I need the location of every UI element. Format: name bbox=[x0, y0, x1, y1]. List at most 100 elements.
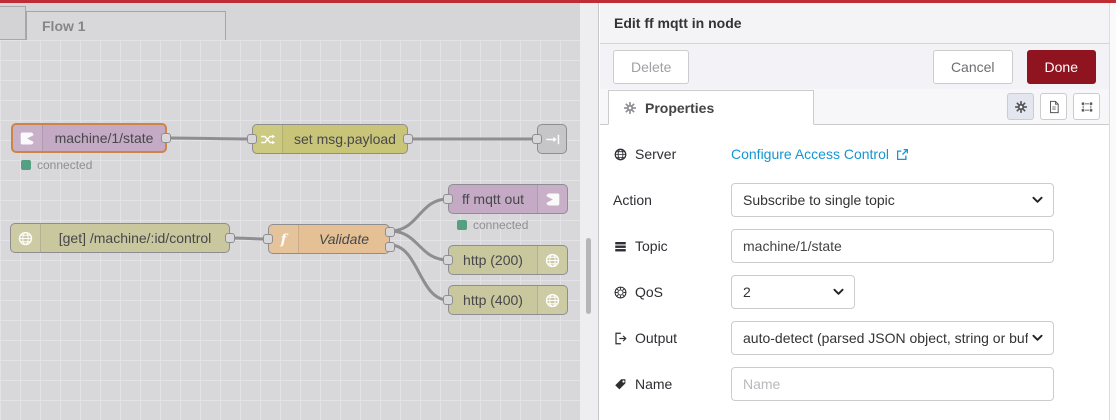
wire[interactable] bbox=[166, 136, 253, 141]
node-icon-region bbox=[537, 185, 567, 213]
workspace-tabbar: Flow 1 bbox=[0, 3, 580, 41]
tray-form: Server Configure Access Control Action S… bbox=[600, 125, 1116, 401]
chevron-down-icon bbox=[833, 288, 844, 296]
tasks-icon bbox=[613, 239, 628, 254]
input-port[interactable] bbox=[532, 134, 542, 144]
canvas-scrollbar-thumb[interactable] bbox=[586, 238, 591, 314]
node-icon-region bbox=[537, 286, 567, 314]
node-function[interactable]: Validate bbox=[263, 224, 395, 254]
action-label: Action bbox=[613, 192, 731, 208]
name-label-text: Name bbox=[635, 376, 673, 392]
globe-icon bbox=[544, 252, 561, 269]
globe-icon bbox=[613, 147, 628, 162]
wire[interactable] bbox=[389, 243, 449, 302]
output-select-value: auto-detect (parsed JSON object, string … bbox=[743, 330, 1028, 346]
input-port[interactable] bbox=[443, 255, 453, 265]
status-dot-icon bbox=[21, 160, 31, 170]
input-port[interactable] bbox=[247, 134, 257, 144]
output-label: Output bbox=[613, 330, 731, 346]
output-port-2[interactable] bbox=[385, 242, 395, 252]
node-icon-region bbox=[269, 225, 299, 253]
status-text: connected bbox=[473, 218, 529, 232]
tag-icon bbox=[613, 377, 628, 392]
flow-canvas[interactable]: Flow 1 machine/1/state bbox=[0, 3, 580, 420]
qos-select[interactable]: 2 bbox=[731, 275, 855, 309]
workspace-tab-label: Flow 1 bbox=[42, 18, 86, 34]
edit-tray: Edit ff mqtt in node Delete Cancel Done … bbox=[600, 3, 1116, 420]
name-label: Name bbox=[613, 376, 731, 392]
topic-label-text: Topic bbox=[635, 238, 668, 254]
description-icon-button[interactable] bbox=[1040, 93, 1067, 120]
tray-right-rail bbox=[1109, 3, 1116, 420]
node-mqtt-out[interactable]: ff mqtt out connected bbox=[443, 184, 568, 232]
output-port-1[interactable] bbox=[385, 227, 395, 237]
workspace-tab-partial[interactable] bbox=[0, 6, 26, 40]
output-port[interactable] bbox=[161, 133, 171, 143]
node-http-response-400[interactable]: http (400) bbox=[443, 285, 568, 315]
node-icon-region bbox=[253, 125, 283, 153]
external-link-icon bbox=[895, 147, 910, 162]
node-icon-region bbox=[538, 125, 566, 153]
server-label-text: Server bbox=[635, 146, 677, 162]
node-icon-region bbox=[11, 224, 41, 252]
sign-out-icon bbox=[613, 331, 628, 346]
status-text: connected bbox=[37, 158, 93, 172]
canvas-scroll-strip bbox=[580, 3, 599, 420]
tray-tabbar: Properties bbox=[600, 89, 1116, 125]
output-port[interactable] bbox=[225, 233, 235, 243]
chevron-down-icon bbox=[1032, 334, 1043, 342]
chevron-down-icon bbox=[1032, 196, 1043, 204]
appearance-icon-button[interactable] bbox=[1073, 93, 1100, 120]
status-dot-icon bbox=[457, 220, 467, 230]
output-select[interactable]: auto-detect (parsed JSON object, string … bbox=[731, 321, 1054, 355]
output-port[interactable] bbox=[403, 134, 413, 144]
empire-icon bbox=[613, 285, 628, 300]
node-label: [get] /machine/:id/control bbox=[58, 230, 212, 246]
node-http-in[interactable]: [get] /machine/:id/control bbox=[10, 223, 235, 253]
globe-icon bbox=[544, 292, 561, 309]
action-select-value: Subscribe to single topic bbox=[743, 192, 895, 208]
globe-icon bbox=[17, 230, 34, 247]
input-port[interactable] bbox=[263, 234, 273, 244]
tray-toolbar: Delete Cancel Done bbox=[600, 44, 1116, 89]
node-change[interactable]: set msg.payload bbox=[247, 124, 413, 154]
name-input[interactable] bbox=[731, 367, 1054, 401]
gear-icon bbox=[623, 101, 637, 115]
wire[interactable] bbox=[389, 229, 449, 262]
node-label: http (200) bbox=[463, 252, 523, 268]
tray-tab-buttons bbox=[1007, 93, 1100, 120]
action-row: Action Subscribe to single topic bbox=[613, 183, 1100, 217]
node-label: machine/1/state bbox=[54, 130, 154, 146]
properties-icon-button[interactable] bbox=[1007, 93, 1034, 120]
link-text: Configure Access Control bbox=[731, 146, 889, 162]
workspace-tab-flow1[interactable]: Flow 1 bbox=[26, 11, 226, 41]
action-label-text: Action bbox=[613, 192, 652, 208]
node-http-response-200[interactable]: http (200) bbox=[443, 245, 568, 275]
wire[interactable] bbox=[389, 197, 449, 233]
done-button[interactable]: Done bbox=[1026, 49, 1096, 84]
qos-label: QoS bbox=[613, 284, 731, 300]
action-select[interactable]: Subscribe to single topic bbox=[731, 183, 1054, 217]
input-port[interactable] bbox=[443, 194, 453, 204]
link-out-icon bbox=[544, 131, 561, 148]
canvas-grid[interactable]: machine/1/state connected set msg.payloa… bbox=[0, 40, 580, 420]
node-label: set msg.payload bbox=[294, 131, 396, 147]
cancel-button[interactable]: Cancel bbox=[932, 49, 1013, 84]
qos-row: QoS 2 bbox=[613, 275, 1100, 309]
topic-input[interactable] bbox=[731, 229, 1054, 263]
delete-button[interactable]: Delete bbox=[613, 49, 690, 84]
output-row: Output auto-detect (parsed JSON object, … bbox=[613, 321, 1100, 355]
appearance-icon bbox=[1080, 100, 1094, 114]
node-link-out[interactable] bbox=[532, 124, 567, 154]
node-label: http (400) bbox=[463, 292, 523, 308]
output-label-text: Output bbox=[635, 330, 678, 346]
input-port[interactable] bbox=[443, 295, 453, 305]
server-row: Server Configure Access Control bbox=[613, 137, 1100, 171]
node-icon-region bbox=[13, 125, 43, 151]
function-icon bbox=[275, 231, 292, 248]
tab-properties[interactable]: Properties bbox=[608, 90, 814, 125]
configure-access-control-link[interactable]: Configure Access Control bbox=[731, 146, 910, 162]
node-mqtt-in[interactable]: machine/1/state connected bbox=[11, 123, 171, 172]
topic-label: Topic bbox=[613, 238, 731, 254]
node-status: connected bbox=[21, 158, 92, 172]
